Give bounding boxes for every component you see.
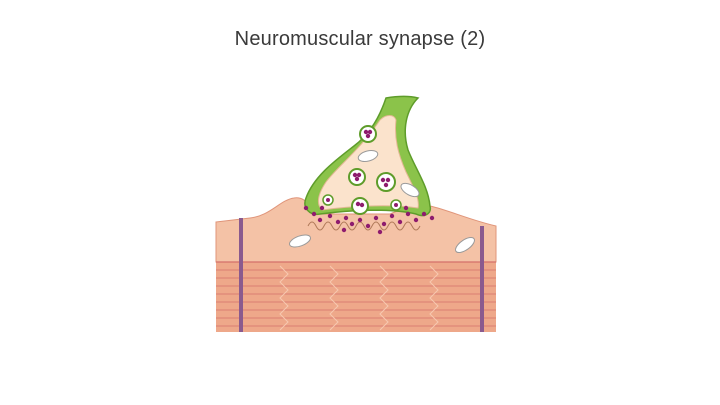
mitochondria (289, 234, 475, 254)
terminal-mitochondria (357, 150, 420, 198)
neuromuscular-synapse-illustration (210, 90, 505, 335)
slide-title: Neuromuscular synapse (2) (234, 28, 486, 50)
t-tubule-lines (239, 218, 484, 332)
muscle-fiber (216, 262, 496, 332)
acetylcholine-molecules (303, 205, 435, 235)
synaptic-cleft (307, 221, 421, 231)
synaptic-vesicles (322, 125, 402, 215)
